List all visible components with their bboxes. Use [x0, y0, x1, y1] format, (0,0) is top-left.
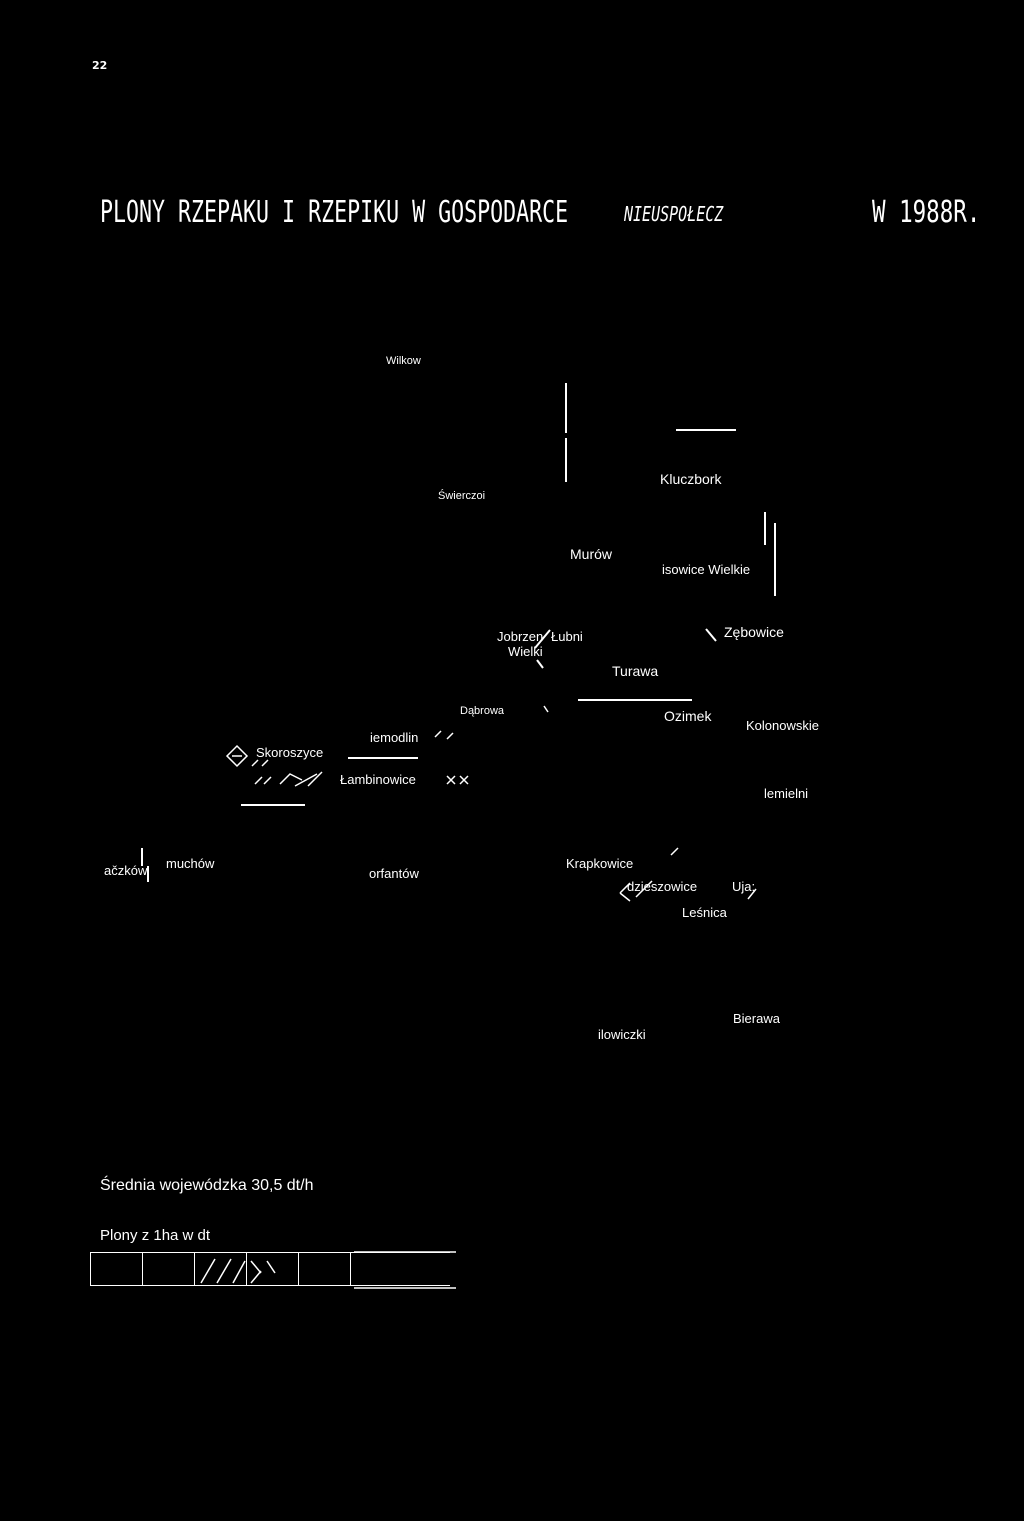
legend-class-4 — [246, 1252, 298, 1286]
place-kolonowskie: Kolonowskie — [746, 718, 819, 733]
place-paczkow: ačzków — [104, 863, 148, 878]
map-title-year: W 1988R. — [872, 195, 981, 230]
legend-class-1 — [90, 1252, 142, 1286]
map-title-sub: NIEUSPOŁECZ — [624, 202, 724, 226]
place-wilkow: Wilkow — [386, 355, 421, 367]
legend-class-2 — [142, 1252, 194, 1286]
place-dobrzen: Jobrzen — [497, 629, 544, 644]
map-title: PLONY RZEPAKU I RZEPIKU W GOSPODARCE — [100, 195, 569, 230]
legend-classes — [90, 1252, 450, 1288]
place-murow: Murów — [570, 546, 613, 562]
place-lubni: Łubni — [551, 629, 583, 644]
place-lesnica: Leśnica — [682, 905, 727, 920]
place-zebowice: Zębowice — [724, 624, 784, 640]
place-dobrzen-wielki: Wielki — [508, 644, 543, 659]
place-skoroszyce: Skoroszyce — [256, 745, 324, 760]
place-dabrowa: Dąbrowa — [460, 705, 505, 717]
place-lambinowice: Łambinowice — [340, 772, 416, 787]
place-zdzieszowice: dzieszowice — [627, 879, 698, 894]
place-grodkow: muchów — [166, 856, 215, 871]
legend-yield-label: Plony z 1ha w dt — [100, 1227, 211, 1244]
legend-average: Średnia wojewódzka 30,5 dt/h — [100, 1177, 314, 1194]
place-niemodlin: iemodlin — [370, 730, 419, 745]
place-ujazd: Uja: — [732, 879, 756, 894]
legend-class-5 — [298, 1252, 350, 1286]
place-glowczyce: ilowiczki — [598, 1027, 646, 1042]
legend-class-6 — [350, 1252, 450, 1286]
place-krapkowice: Krapkowice — [566, 856, 634, 871]
page-number: 22 — [92, 59, 108, 72]
place-swierczow: Świerczoi — [438, 490, 486, 502]
hatch-icon — [200, 1258, 246, 1284]
place-ozimek: Ozimek — [664, 708, 712, 724]
place-korfantow: orfantów — [369, 866, 419, 881]
place-turawa: Turawa — [612, 663, 659, 679]
place-bierawa: Bierawa — [733, 1011, 780, 1026]
legend-class-3 — [194, 1252, 246, 1286]
place-kluczbork: Kluczbork — [660, 471, 722, 487]
place-lasowice: isowice Wielkie — [662, 562, 751, 577]
place-izbicko: lemielni — [764, 786, 809, 801]
cross-hatch-icon — [250, 1260, 276, 1284]
